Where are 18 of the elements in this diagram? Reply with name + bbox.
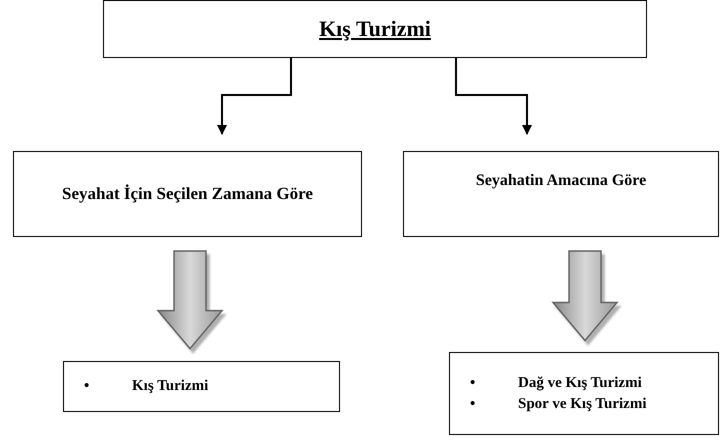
- bullet: •: [470, 394, 476, 414]
- box-text: Seyahatin Amacına Göre: [476, 171, 646, 191]
- bullet: •: [470, 374, 476, 394]
- list-box: [63, 361, 340, 412]
- title-text: Kış Turizmi: [319, 15, 431, 44]
- list-item: Kış Turizmi: [132, 377, 208, 396]
- list-item: Spor ve Kış Turizmi: [518, 394, 646, 414]
- block-arrow: [156, 250, 224, 350]
- list-item: Dağ ve Kış Turizmi: [518, 374, 642, 394]
- block-arrow: [551, 250, 619, 342]
- arrow: [217, 58, 292, 135]
- category-box: [403, 151, 719, 237]
- bullet: •: [84, 377, 90, 396]
- title-box: [103, 0, 647, 58]
- list-box: [449, 352, 719, 435]
- box-text: Seyahat İçin Seçilen Zamana Göre: [62, 182, 313, 205]
- category-box: [13, 151, 362, 237]
- arrow: [455, 58, 532, 135]
